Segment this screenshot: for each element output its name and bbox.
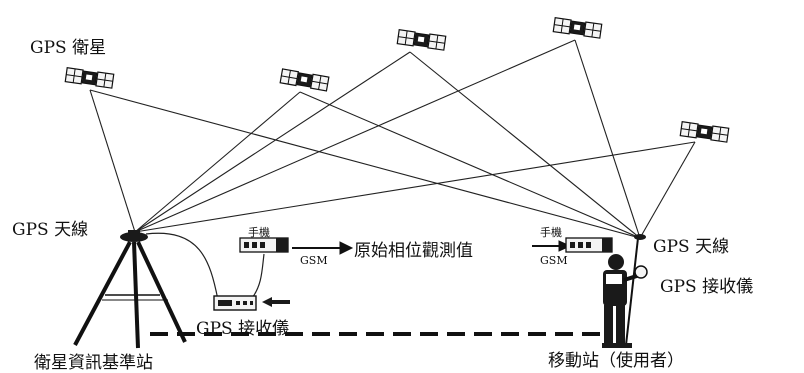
raw-phase-observation-label: 原始相位觀測值	[354, 241, 473, 261]
satellite-icon	[679, 121, 730, 143]
satellite-icon	[552, 17, 603, 39]
base-phone-label: 手機	[248, 226, 270, 239]
base-antenna-label: GPS 天線	[12, 220, 89, 240]
gps-satellite-label: GPS 衛星	[30, 38, 107, 58]
reference-station-label: 衛星資訊基準站	[34, 353, 153, 373]
base-receiver-icon	[213, 295, 257, 311]
base-receiver-label: GPS 接收儀	[196, 319, 290, 339]
rover-user-icon	[602, 234, 648, 348]
base-tripod	[73, 241, 187, 349]
rover-antenna-label: GPS 天線	[653, 237, 730, 257]
signal-lines-rover	[89, 39, 696, 239]
rover-receiver-label: GPS 接收儀	[660, 277, 754, 297]
rover-phone-icon	[565, 237, 613, 253]
transmission-arrow	[292, 240, 572, 255]
signal-lines-base	[89, 39, 696, 233]
mobile-station-label: 移動站（使用者）	[548, 351, 684, 371]
base-gsm-label: GSM	[300, 254, 328, 267]
rover-gsm-label: GSM	[540, 254, 568, 267]
satellite-icon	[279, 68, 330, 92]
satellite-icon	[64, 67, 115, 89]
antenna-cable	[145, 232, 219, 301]
base-antenna-icon	[120, 230, 148, 242]
small-arrow-icon	[262, 297, 290, 307]
phone-cable	[251, 253, 265, 299]
base-phone-icon	[239, 237, 289, 253]
satellite-icon	[396, 29, 447, 51]
rover-phone-label: 手機	[540, 226, 562, 239]
